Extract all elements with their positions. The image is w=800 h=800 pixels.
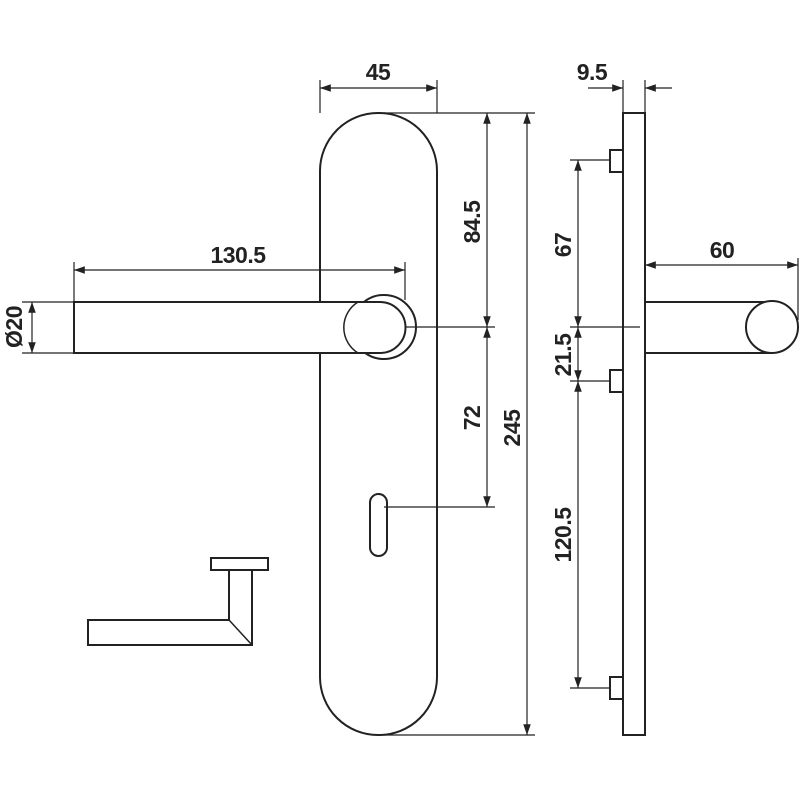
dim-label: Ø20 bbox=[1, 306, 27, 348]
dim-label: 130.5 bbox=[210, 242, 266, 268]
dim-label: 9.5 bbox=[577, 59, 608, 85]
dim-9-5: 9.5 bbox=[577, 59, 672, 113]
dim-72: 72 bbox=[384, 327, 495, 508]
profile-rosette bbox=[210, 557, 269, 571]
dim-label: 245 bbox=[499, 409, 525, 447]
dim-label: 21.5 bbox=[550, 333, 576, 376]
stud-middle bbox=[609, 369, 624, 393]
stud-top bbox=[609, 149, 624, 173]
backplate bbox=[319, 112, 438, 736]
dim-60: 60 bbox=[645, 237, 799, 320]
dim-label: 120.5 bbox=[550, 507, 576, 563]
dim-245: 245 bbox=[384, 113, 535, 736]
dim-label: 67 bbox=[550, 233, 576, 258]
side-view bbox=[609, 112, 799, 736]
lever-front bbox=[73, 301, 407, 354]
plate-side bbox=[622, 112, 646, 736]
dim-label: 84.5 bbox=[459, 200, 485, 243]
dim-label: 72 bbox=[459, 406, 485, 431]
profile-lever bbox=[87, 569, 253, 646]
keyhole bbox=[369, 493, 388, 557]
dim-side-studs: 67 21.5 120.5 bbox=[550, 159, 640, 689]
rosette-inner-arc bbox=[343, 301, 359, 354]
dim-diameter-20: Ø20 bbox=[1, 301, 74, 354]
dim-label: 45 bbox=[366, 59, 391, 85]
dim-45: 45 bbox=[319, 59, 438, 113]
dim-84-5: 84.5 bbox=[384, 112, 535, 328]
stud-bottom bbox=[609, 676, 624, 700]
lever-profile-view bbox=[87, 557, 269, 646]
lever-end bbox=[745, 300, 799, 354]
dim-130-5: 130.5 bbox=[73, 242, 406, 302]
dim-label: 60 bbox=[710, 237, 735, 263]
